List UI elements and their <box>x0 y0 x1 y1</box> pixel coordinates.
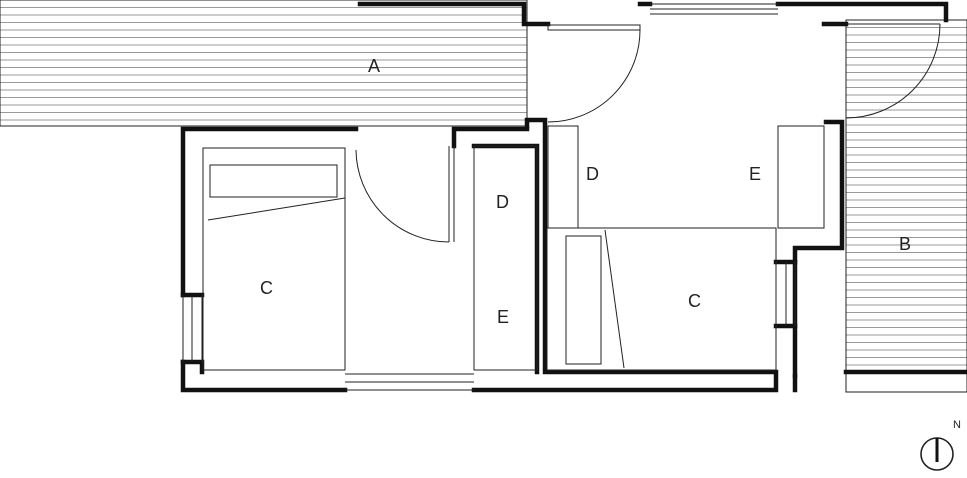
deck-b <box>845 19 967 393</box>
door-entry <box>547 24 641 123</box>
window-top <box>650 3 778 15</box>
deck-a <box>0 0 528 127</box>
north-arrow: N <box>920 419 961 471</box>
deck-a-planks <box>0 7 527 121</box>
north-label: N <box>953 419 961 431</box>
label-deck-b: B <box>899 234 911 254</box>
doors <box>355 23 941 243</box>
closet-left <box>473 145 538 371</box>
label-bed-left: C <box>260 278 273 298</box>
room-labels: A B C C D E D E <box>260 56 911 327</box>
window-left-bedroom <box>182 295 203 362</box>
closets <box>473 121 826 371</box>
label-deck-a: A <box>368 56 380 76</box>
window-right-bedroom <box>775 262 796 326</box>
bed-right <box>546 227 777 371</box>
deck-b-planks <box>846 27 967 366</box>
closet-right-e <box>777 125 825 229</box>
bed-left <box>202 147 346 371</box>
closet-right-d <box>547 125 579 229</box>
label-closet-right-e: E <box>749 164 761 184</box>
window-bottom-left <box>345 373 474 391</box>
label-bed-right: C <box>688 291 701 311</box>
label-closet-left-e: E <box>497 307 509 327</box>
door-deck-b <box>845 23 941 119</box>
door-bedroom-left <box>355 146 455 243</box>
label-closet-right-d: D <box>586 164 599 184</box>
label-closet-left-d: D <box>496 192 509 212</box>
